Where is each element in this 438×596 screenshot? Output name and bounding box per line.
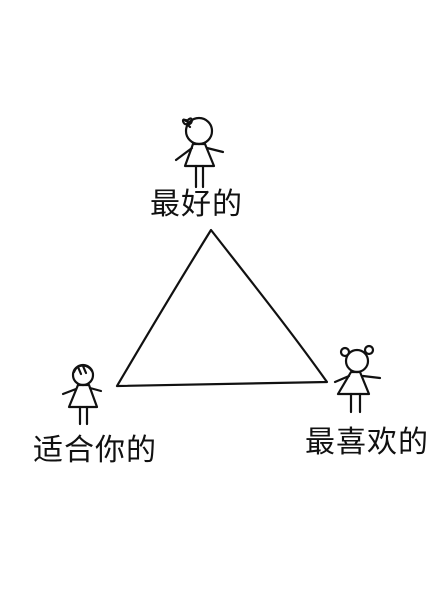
- top-girl-figure: [174, 116, 225, 189]
- top-girl-right-arm: [205, 146, 225, 154]
- triangle: [115, 228, 329, 388]
- left-girl-legs: [78, 405, 89, 426]
- label-favorite: 最喜欢的: [305, 425, 429, 460]
- left-girl-left-arm: [61, 387, 78, 396]
- top-girl-legs: [194, 164, 205, 189]
- right-girl-bun-right: [363, 344, 375, 356]
- right-girl-right-arm: [361, 374, 382, 380]
- top-girl-head: [184, 116, 214, 146]
- left-girl-right-arm: [88, 386, 103, 393]
- right-girl-dress: [336, 370, 371, 396]
- right-girl-bun-left: [339, 346, 351, 358]
- right-girl-figure: [333, 344, 382, 414]
- label-suits-you: 适合你的: [33, 433, 157, 468]
- top-girl-bow-right: [186, 117, 193, 126]
- label-best: 最好的: [150, 187, 243, 222]
- top-girl-bow: [181, 118, 192, 129]
- right-girl-legs: [349, 392, 362, 414]
- top-girl-dress: [183, 142, 216, 168]
- top-girl-left-arm: [174, 146, 194, 162]
- left-girl-figure: [61, 363, 103, 426]
- left-girl-fringe: [72, 364, 94, 376]
- right-girl-left-arm: [333, 374, 351, 384]
- left-girl-dress: [67, 383, 99, 409]
